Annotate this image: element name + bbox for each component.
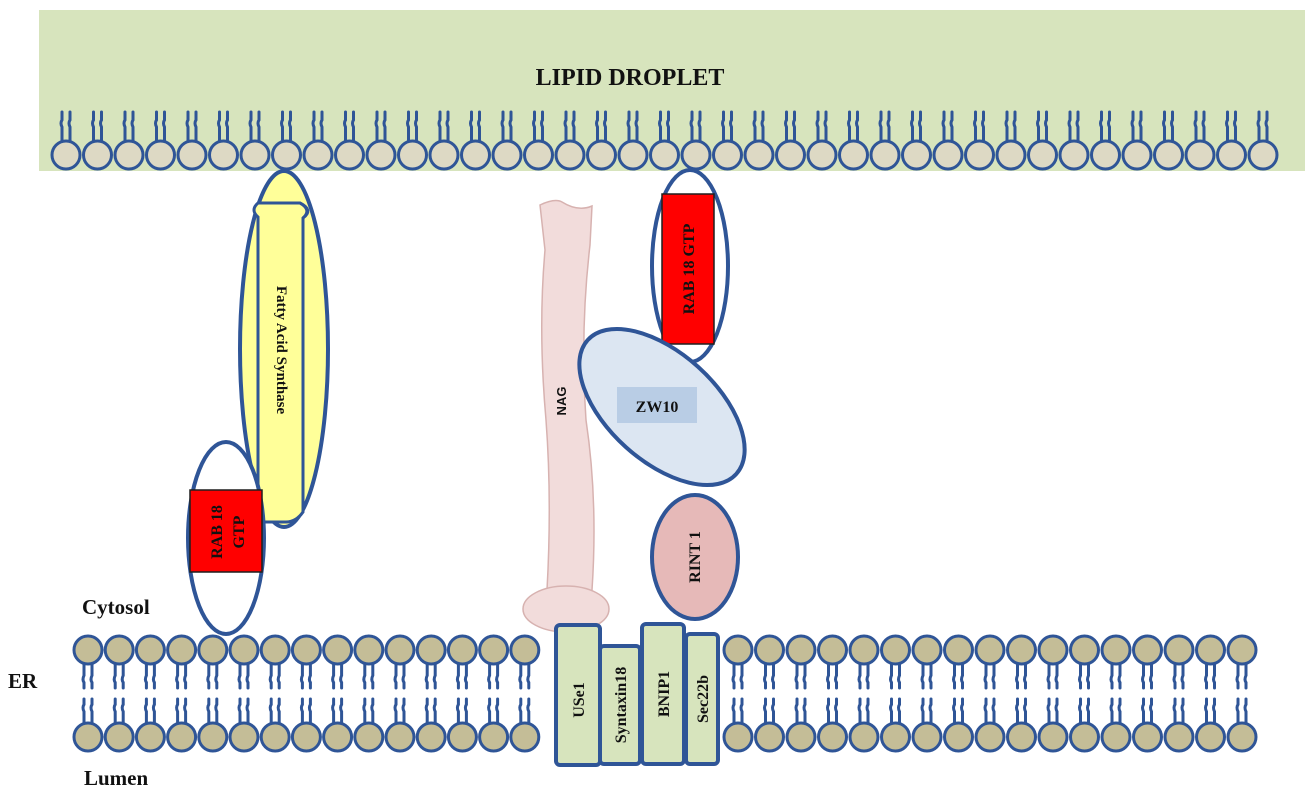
sec22b-label: Sec22b bbox=[695, 675, 712, 723]
er-inner-leaflet-lipid bbox=[1008, 699, 1036, 751]
er-outer-leaflet-lipid bbox=[386, 636, 414, 688]
er-inner-leaflet-lipid bbox=[1165, 699, 1193, 751]
er-outer-leaflet-lipid bbox=[1039, 636, 1067, 688]
nag-label: NAG bbox=[554, 387, 569, 416]
er-inner-leaflet-lipid bbox=[1197, 699, 1225, 751]
er-outer-leaflet-lipid bbox=[74, 636, 102, 688]
rab18-left-label-line2: GTP bbox=[231, 515, 248, 548]
er-inner-leaflet-lipid bbox=[386, 699, 414, 751]
er-outer-leaflet-lipid bbox=[976, 636, 1004, 688]
er-outer-leaflet-lipid bbox=[945, 636, 973, 688]
er-outer-leaflet-lipid bbox=[819, 636, 847, 688]
er-inner-leaflet-lipid bbox=[945, 699, 973, 751]
syntaxin18-label: Syntaxin18 bbox=[613, 667, 630, 743]
er-outer-leaflet-lipid bbox=[324, 636, 352, 688]
er-inner-leaflet-lipid bbox=[74, 699, 102, 751]
er-outer-leaflet-lipid bbox=[724, 636, 752, 688]
er-inner-leaflet-lipid bbox=[787, 699, 815, 751]
er-outer-leaflet-lipid bbox=[756, 636, 784, 688]
use1-label: USe1 bbox=[571, 682, 588, 718]
er-outer-leaflet-lipid bbox=[136, 636, 164, 688]
rint1-protein: RINT 1 bbox=[652, 495, 738, 619]
lipid-droplet-label: LIPID DROPLET bbox=[536, 65, 725, 91]
rab18-top-label: RAB 18 GTP bbox=[681, 223, 698, 314]
er-inner-leaflet-lipid bbox=[417, 699, 445, 751]
er-label: ER bbox=[8, 669, 38, 693]
er-outer-leaflet-lipid bbox=[448, 636, 476, 688]
er-inner-leaflet-lipid bbox=[1134, 699, 1162, 751]
er-inner-leaflet-lipid bbox=[324, 699, 352, 751]
er-outer-leaflet-lipid bbox=[261, 636, 289, 688]
er-inner-leaflet-lipid bbox=[199, 699, 227, 751]
er-inner-leaflet-lipid bbox=[756, 699, 784, 751]
er-outer-leaflet-lipid bbox=[105, 636, 133, 688]
er-inner-leaflet-lipid bbox=[1071, 699, 1099, 751]
rab18-left-label-line1: RAB 18 bbox=[209, 505, 226, 559]
er-outer-leaflet-lipid bbox=[1228, 636, 1256, 688]
er-inner-leaflet-lipid bbox=[976, 699, 1004, 751]
er-outer-leaflet-lipid bbox=[199, 636, 227, 688]
er-outer-leaflet-lipid bbox=[168, 636, 196, 688]
er-inner-leaflet-lipid bbox=[480, 699, 508, 751]
er-outer-leaflet-lipid bbox=[850, 636, 878, 688]
zw10-label: ZW10 bbox=[636, 399, 679, 416]
er-outer-leaflet-lipid bbox=[292, 636, 320, 688]
er-inner-leaflet-lipid bbox=[292, 699, 320, 751]
er-outer-leaflet-lipid bbox=[417, 636, 445, 688]
er-outer-leaflet-lipid bbox=[787, 636, 815, 688]
rab18-gtp-top: RAB 18 GTP bbox=[652, 170, 728, 362]
er-outer-leaflet-lipid bbox=[882, 636, 910, 688]
er-inner-leaflet-lipid bbox=[168, 699, 196, 751]
snare-complex: USe1 Syntaxin18 BNIP1 Sec22b bbox=[556, 624, 718, 765]
bnip1-label: BNIP1 bbox=[656, 671, 673, 717]
er-outer-leaflet-lipid bbox=[1008, 636, 1036, 688]
er-inner-leaflet-lipid bbox=[136, 699, 164, 751]
er-outer-leaflet-lipid bbox=[355, 636, 383, 688]
er-inner-leaflet-lipid bbox=[105, 699, 133, 751]
er-inner-leaflet-lipid bbox=[448, 699, 476, 751]
er-inner-leaflet-lipid bbox=[850, 699, 878, 751]
er-inner-leaflet-lipid bbox=[913, 699, 941, 751]
er-inner-leaflet-lipid bbox=[882, 699, 910, 751]
er-outer-leaflet-lipid bbox=[480, 636, 508, 688]
lumen-label: Lumen bbox=[84, 766, 149, 789]
er-inner-leaflet-lipid bbox=[1102, 699, 1130, 751]
er-inner-leaflet-lipid bbox=[724, 699, 752, 751]
cytosol-label: Cytosol bbox=[82, 595, 150, 619]
fatty-acid-synthase-label: Fatty Acid Synthase bbox=[273, 286, 289, 415]
er-inner-leaflet-lipid bbox=[230, 699, 258, 751]
er-outer-leaflet-lipid bbox=[1165, 636, 1193, 688]
er-inner-leaflet-lipid bbox=[261, 699, 289, 751]
er-outer-leaflet-lipid bbox=[511, 636, 539, 688]
rint1-label: RINT 1 bbox=[687, 531, 704, 583]
er-outer-leaflet-lipid bbox=[913, 636, 941, 688]
er-outer-leaflet-lipid bbox=[1102, 636, 1130, 688]
er-outer-leaflet-lipid bbox=[230, 636, 258, 688]
er-outer-leaflet-lipid bbox=[1197, 636, 1225, 688]
er-inner-leaflet-lipid bbox=[1228, 699, 1256, 751]
er-inner-leaflet-lipid bbox=[355, 699, 383, 751]
rab18-gtp-left: RAB 18 GTP bbox=[188, 442, 264, 634]
er-outer-leaflet-lipid bbox=[1071, 636, 1099, 688]
er-inner-leaflet-lipid bbox=[511, 699, 539, 751]
er-inner-leaflet-lipid bbox=[1039, 699, 1067, 751]
er-outer-leaflet-lipid bbox=[1134, 636, 1162, 688]
er-inner-leaflet-lipid bbox=[819, 699, 847, 751]
